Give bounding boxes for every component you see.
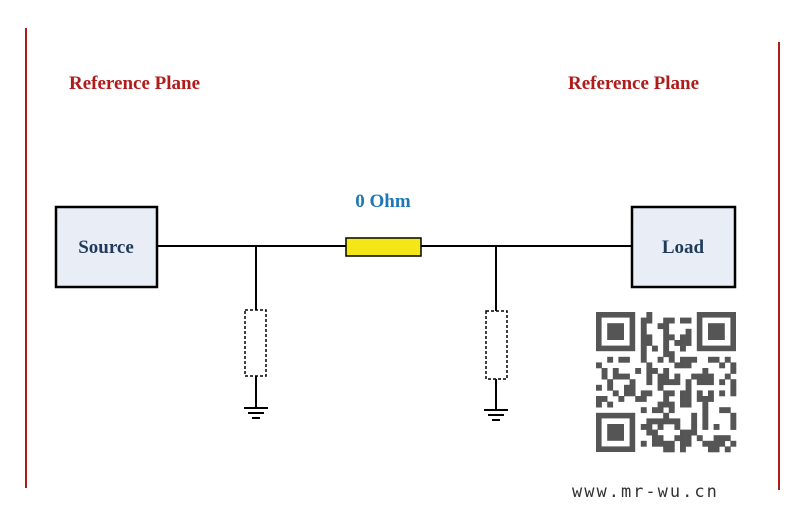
- reference-plane-right-label: Reference Plane: [568, 73, 699, 94]
- source-box: [54, 205, 159, 289]
- source-label: Source: [78, 237, 134, 258]
- load-label: Load: [662, 237, 705, 258]
- left-shunt-branch: [244, 246, 268, 419]
- load-box: [630, 205, 737, 289]
- left-shunt-parasitic: [244, 309, 267, 377]
- ground-icon: [244, 407, 268, 419]
- ground-icon: [484, 409, 508, 421]
- reference-plane-left-label: Reference Plane: [69, 73, 200, 94]
- watermark-url: www.mr-wu.cn: [572, 482, 719, 502]
- resistor-label: 0 Ohm: [355, 191, 411, 212]
- zero-ohm-resistor: [345, 237, 422, 257]
- qr-code: [596, 312, 737, 453]
- right-shunt-branch: [484, 246, 508, 421]
- right-shunt-parasitic: [485, 310, 508, 380]
